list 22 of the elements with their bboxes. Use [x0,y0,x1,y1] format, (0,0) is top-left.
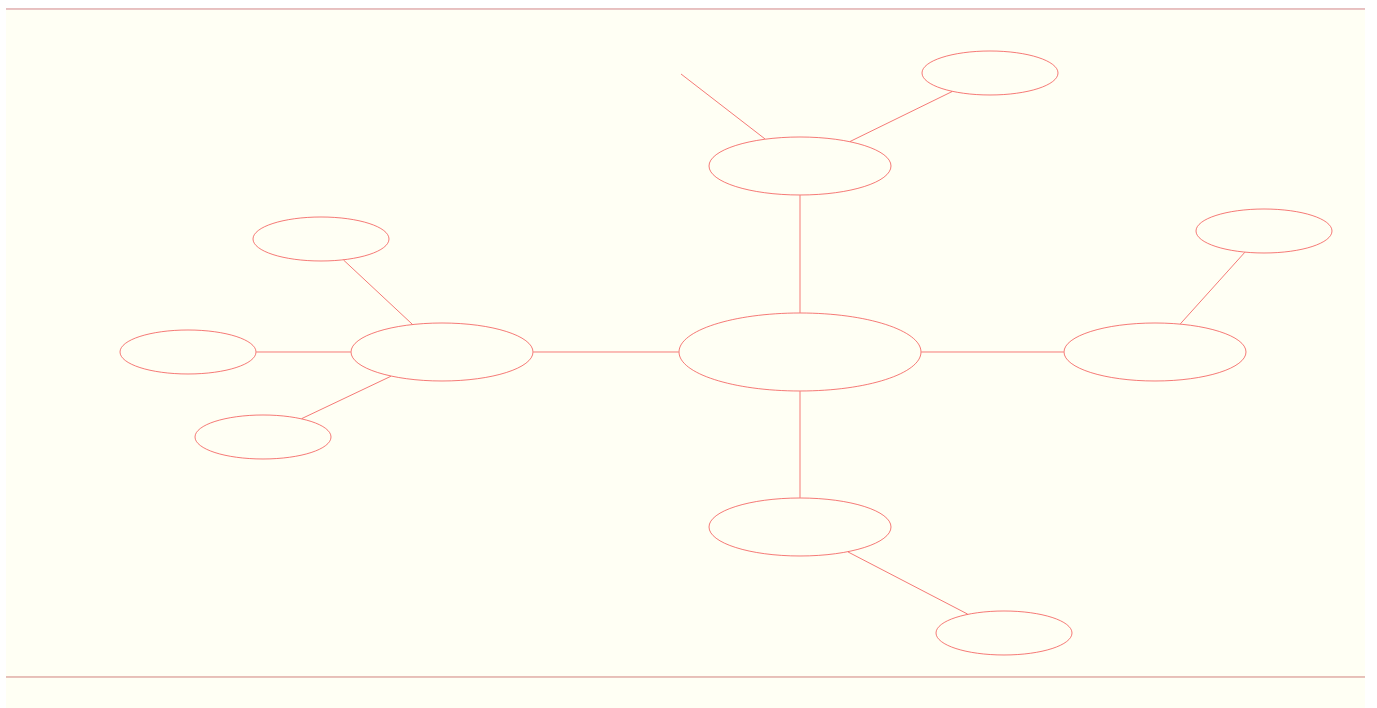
connector-line [533,351,679,353]
connector-line [799,391,801,498]
connector-line [343,259,413,325]
connector-line [849,91,953,142]
ellipse-node [252,216,390,262]
ellipse-node [708,136,892,196]
connector-line [921,351,1064,353]
ellipse-node [1063,322,1247,382]
ellipse-node [921,50,1059,96]
ellipse-node [1195,208,1333,254]
connector-line [301,375,392,419]
ellipse-node [119,329,257,375]
ellipse-node [708,497,892,557]
connector-line [799,195,801,313]
connector-line [256,351,351,353]
ellipse-node [194,414,332,460]
connector-line [847,551,968,615]
ellipse-node [935,610,1073,656]
connector-line [1180,252,1246,325]
connector-line [680,73,766,140]
ellipse-node [350,322,534,382]
ellipse-node [678,312,922,392]
